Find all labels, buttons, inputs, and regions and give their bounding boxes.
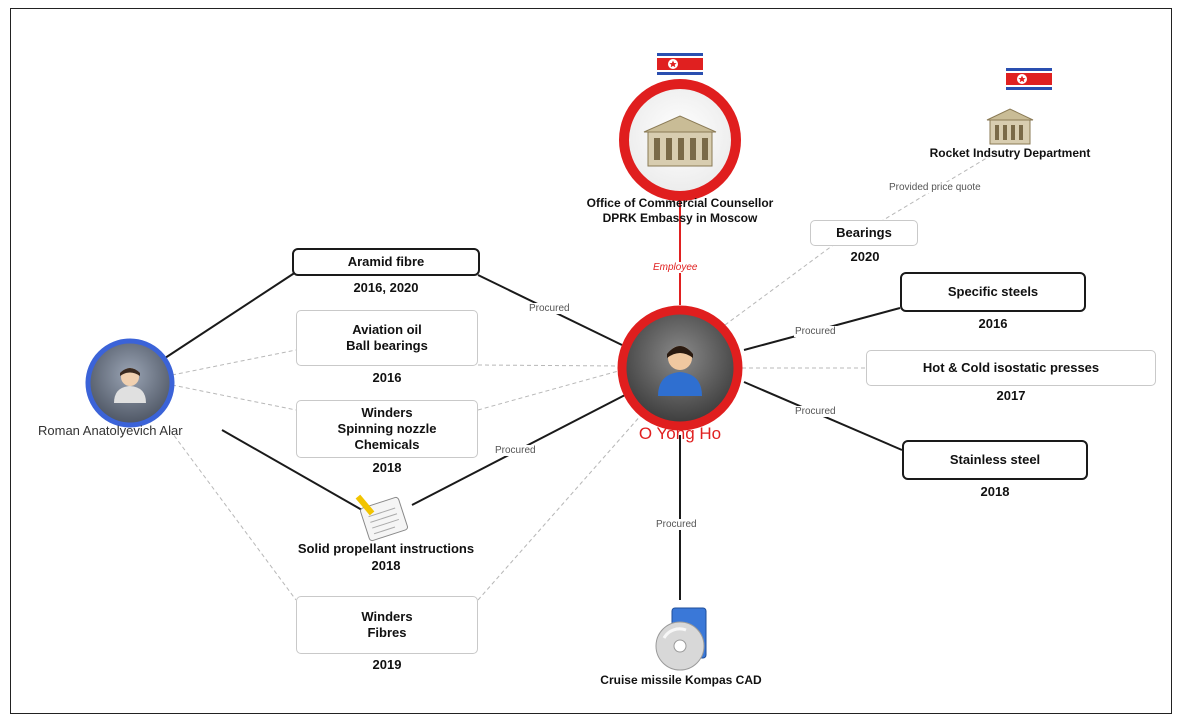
winders-spinning-box: Winders Spinning nozzle Chemicals — [296, 400, 478, 458]
edge-winders1-center — [477, 369, 623, 411]
bearings-box: Bearings — [810, 220, 918, 246]
document-icon — [355, 494, 408, 542]
diagram-frame — [10, 8, 1172, 714]
embassy-label-line1: Office of Commercial Counsellor — [586, 196, 774, 210]
winders2-year: 2019 — [372, 657, 402, 672]
edge-roman-winders2 — [169, 429, 297, 601]
edge-winders2-center — [477, 404, 651, 601]
bearings-year: 2020 — [850, 249, 880, 264]
center-person-name: O Yong Ho — [638, 424, 722, 443]
aviation-line2: Ball bearings — [346, 338, 428, 353]
roman-person-node — [85, 338, 175, 428]
embassy-node — [619, 79, 741, 201]
solid-propellant-label: Solid propellant instructions — [297, 541, 475, 556]
edge-center-bearings — [724, 239, 841, 326]
building-icon — [986, 108, 1034, 145]
aviation-line1: Aviation oil — [352, 322, 422, 337]
winders-fibres-box: Winders Fibres — [296, 596, 478, 654]
flag-icon — [1006, 68, 1052, 90]
person-icon — [658, 346, 702, 396]
solid-propellant-year: 2018 — [371, 558, 401, 573]
disc-icon — [655, 607, 707, 671]
embassy-label-line2: DPRK Embassy in Moscow — [602, 211, 758, 225]
edge-roman-winders1 — [171, 384, 297, 411]
stainless-steel-year: 2018 — [980, 484, 1010, 499]
edge-label-procured: Procured — [655, 519, 698, 530]
stainless-steel-box: Stainless steel — [902, 440, 1088, 480]
edge-label-procured: Procured — [794, 326, 837, 337]
edge-aviation-center — [477, 364, 623, 367]
hot-cold-presses-year: 2017 — [996, 388, 1026, 403]
winders2-line2: Fibres — [367, 625, 407, 640]
rocket-industry-label: Rocket Indsutry Department — [929, 146, 1091, 160]
winders1-line1: Winders — [361, 405, 413, 420]
winders2-line1: Winders — [361, 609, 413, 624]
edge-label-price-quote: Provided price quote — [888, 182, 982, 193]
cruise-missile-label: Cruise missile Kompas CAD — [600, 673, 762, 687]
building-icon — [643, 115, 717, 167]
edge-roman-solid — [221, 429, 363, 511]
aramid-fibre-year: 2016, 2020 — [353, 280, 419, 295]
aramid-fibre-box: Aramid fibre — [292, 248, 480, 276]
roman-person-name: Roman Anatolyevich Alar — [38, 423, 183, 438]
edge-bearings-rocket — [879, 149, 1001, 223]
edge-roman-aramid — [161, 271, 297, 361]
edge-label-procured: Procured — [528, 303, 571, 314]
winders1-line3: Chemicals — [354, 437, 420, 452]
hot-cold-presses-box: Hot & Cold isostatic presses — [866, 350, 1156, 386]
weak-edges — [169, 149, 1001, 601]
winders1-year: 2018 — [372, 460, 402, 475]
edge-label-procured: Procured — [494, 445, 537, 456]
embassy-label: Office of Commercial Counsellor DPRK Emb… — [540, 196, 820, 226]
winders1-line2: Spinning nozzle — [337, 421, 437, 436]
person-icon — [114, 368, 146, 403]
edge-label-procured: Procured — [794, 406, 837, 417]
edge-label-employee: Employee — [652, 262, 699, 273]
edge-roman-aviation — [171, 349, 297, 376]
center-person-node — [617, 305, 743, 431]
flag-icon — [657, 53, 703, 75]
aviation-oil-box: Aviation oil Ball bearings — [296, 310, 478, 366]
specific-steels-year: 2016 — [978, 316, 1008, 331]
aviation-year: 2016 — [372, 370, 402, 385]
specific-steels-box: Specific steels — [900, 272, 1086, 312]
